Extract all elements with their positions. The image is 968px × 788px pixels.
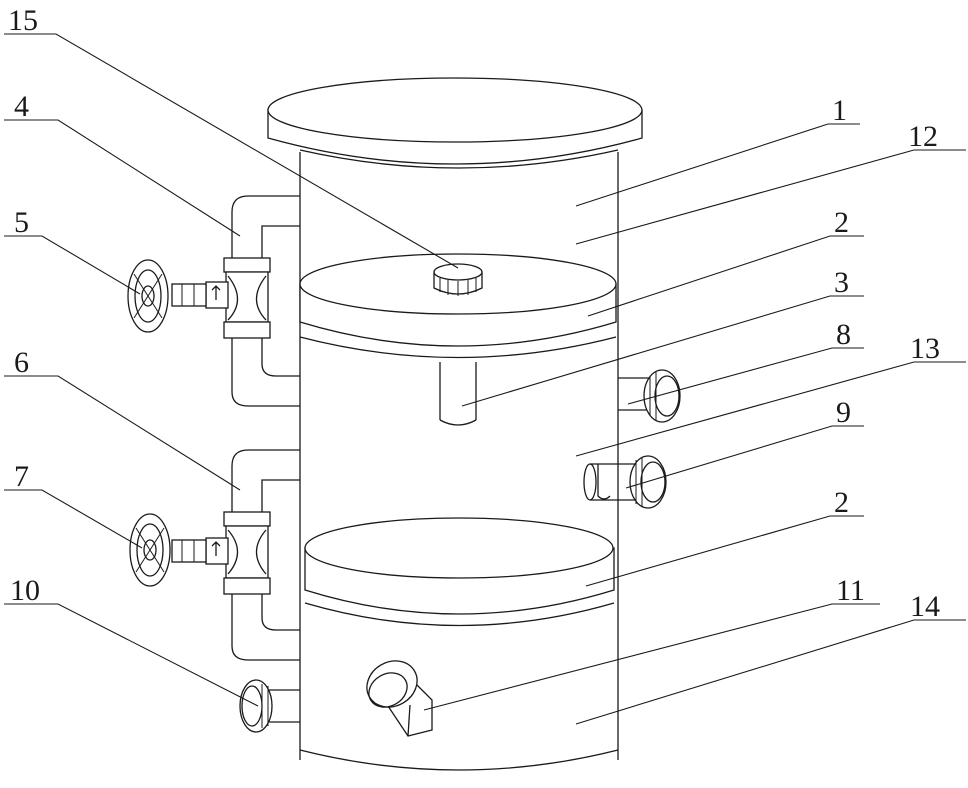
- label-6: 6: [14, 346, 29, 379]
- angled-port: [366, 660, 433, 737]
- lower-partition-disc: [304, 517, 615, 627]
- bottom-left-outlet: [239, 679, 300, 733]
- label-5: 5: [14, 206, 29, 239]
- lower-bypass-pipe: [129, 449, 300, 661]
- label-14: 14: [910, 590, 940, 623]
- right-port-lower: [583, 455, 667, 509]
- label-9: 9: [836, 396, 851, 429]
- label-1: 1: [832, 94, 847, 127]
- label-8: 8: [836, 318, 851, 351]
- label-3: 3: [834, 266, 849, 299]
- upper-bypass-pipe: [127, 195, 300, 407]
- right-port-upper: [618, 369, 681, 423]
- label-2-lower: 2: [834, 486, 849, 519]
- inner-tube: [439, 362, 477, 426]
- label-12: 12: [908, 120, 938, 153]
- label-15: 15: [8, 4, 38, 37]
- label-2-upper: 2: [834, 206, 849, 239]
- top-cap: [433, 263, 483, 296]
- label-10: 10: [10, 574, 40, 607]
- cylinder-body: [299, 152, 619, 771]
- part-labels: 15 4 5 6 7 10 1 12 2 3 8 13 9 2 11 14: [8, 4, 940, 623]
- top-lid: [267, 77, 643, 169]
- label-7: 7: [14, 460, 29, 493]
- label-11: 11: [836, 574, 865, 607]
- label-13: 13: [910, 332, 940, 365]
- label-4: 4: [14, 90, 29, 123]
- leader-lines: [4, 33, 966, 725]
